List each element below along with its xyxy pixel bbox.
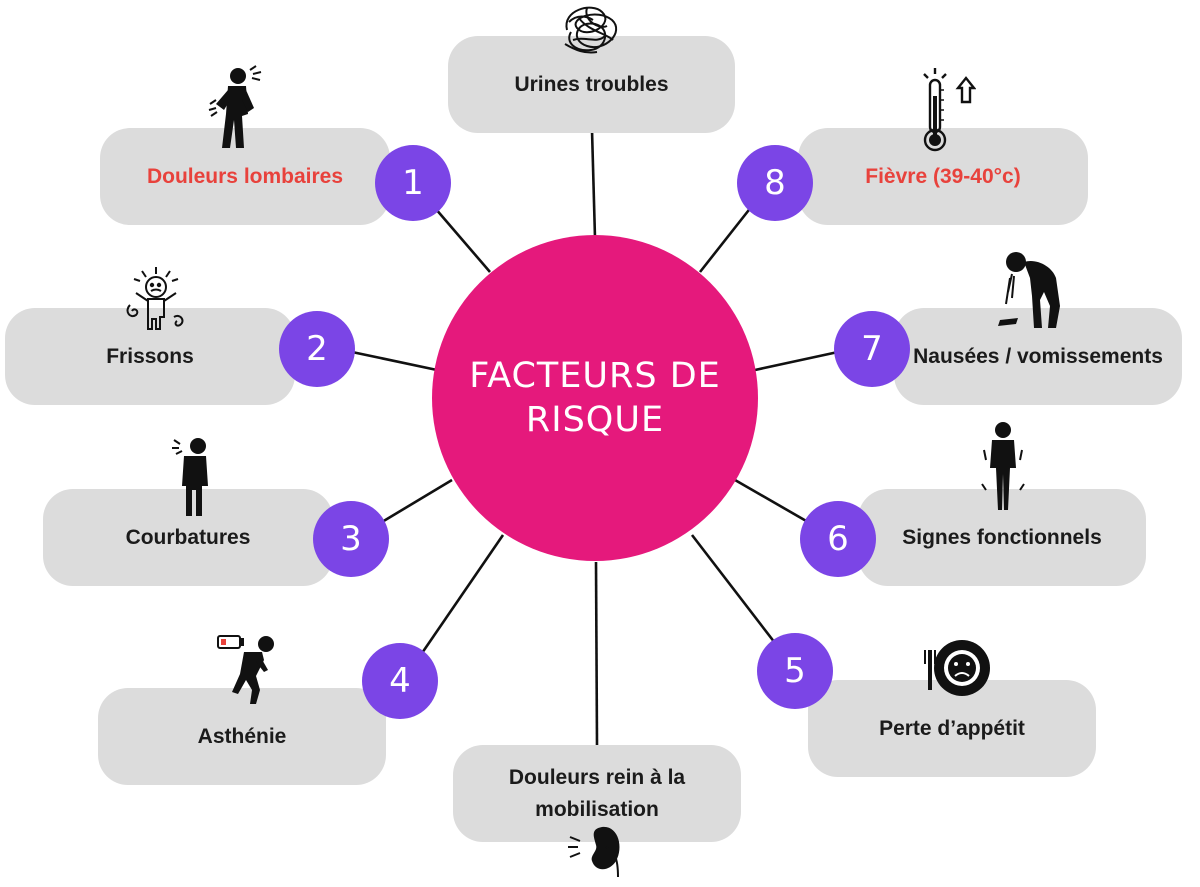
sad-plate-icon: [924, 640, 990, 696]
node-label: Signes fonctionnels: [902, 525, 1102, 549]
node-label: Perte d’appétit: [879, 716, 1025, 740]
thermometer-icon: [923, 68, 976, 152]
vomiting-icon: [998, 252, 1060, 328]
node-label: Douleurs rein à la mobilisation: [508, 765, 686, 821]
node-box-1: Douleurs lombaires: [100, 128, 390, 225]
node-label: Fièvre (39-40°c): [865, 164, 1021, 188]
connector-7: [754, 350, 839, 372]
connector-6: [734, 478, 809, 524]
node-label: Frissons: [106, 344, 194, 368]
connector-3: [381, 478, 453, 524]
node-box-5: Perte d’appétit: [808, 680, 1096, 777]
connector-urines: [590, 129, 597, 239]
kidney-pain-icon: [568, 826, 620, 878]
node-box-rein: Douleurs rein à la mobilisation: [453, 745, 741, 842]
node-box-2: Frissons: [5, 308, 295, 405]
number-badge-3: 3: [313, 501, 389, 577]
node-label: Nausées / vomissements: [913, 344, 1163, 368]
connector-8: [698, 205, 754, 273]
number-badge-8: 8: [737, 145, 813, 221]
center-node: FACTEURS DE RISQUE: [432, 235, 758, 561]
urinary-urgency-icon: [981, 422, 1025, 510]
neck-pain-icon: [172, 438, 208, 516]
node-box-6: Signes fonctionnels: [858, 489, 1146, 586]
low-battery-fatigue-icon: [217, 635, 274, 704]
node-box-4: Asthénie: [98, 688, 386, 785]
shivering-icon: [126, 267, 184, 330]
connector-2: [351, 350, 438, 372]
center-title: FACTEURS DE RISQUE: [469, 356, 721, 440]
number-badge-7: 7: [834, 311, 910, 387]
back-pain-icon: [208, 65, 262, 148]
node-label: Courbatures: [125, 525, 251, 549]
number-badge-2: 2: [279, 311, 355, 387]
connector-4: [418, 534, 505, 657]
node-label: Urines troubles: [514, 72, 669, 96]
tangled-scribble-icon: [564, 6, 618, 54]
number-badge-5: 5: [757, 633, 833, 709]
number-badge-4: 4: [362, 643, 438, 719]
number-badge-6: 6: [800, 501, 876, 577]
connector-5: [690, 534, 777, 644]
node-label: Douleurs lombaires: [146, 164, 344, 188]
number-badge-1: 1: [375, 145, 451, 221]
node-label: Asthénie: [197, 724, 287, 748]
connector-rein: [594, 561, 599, 746]
connector-1: [434, 207, 491, 273]
